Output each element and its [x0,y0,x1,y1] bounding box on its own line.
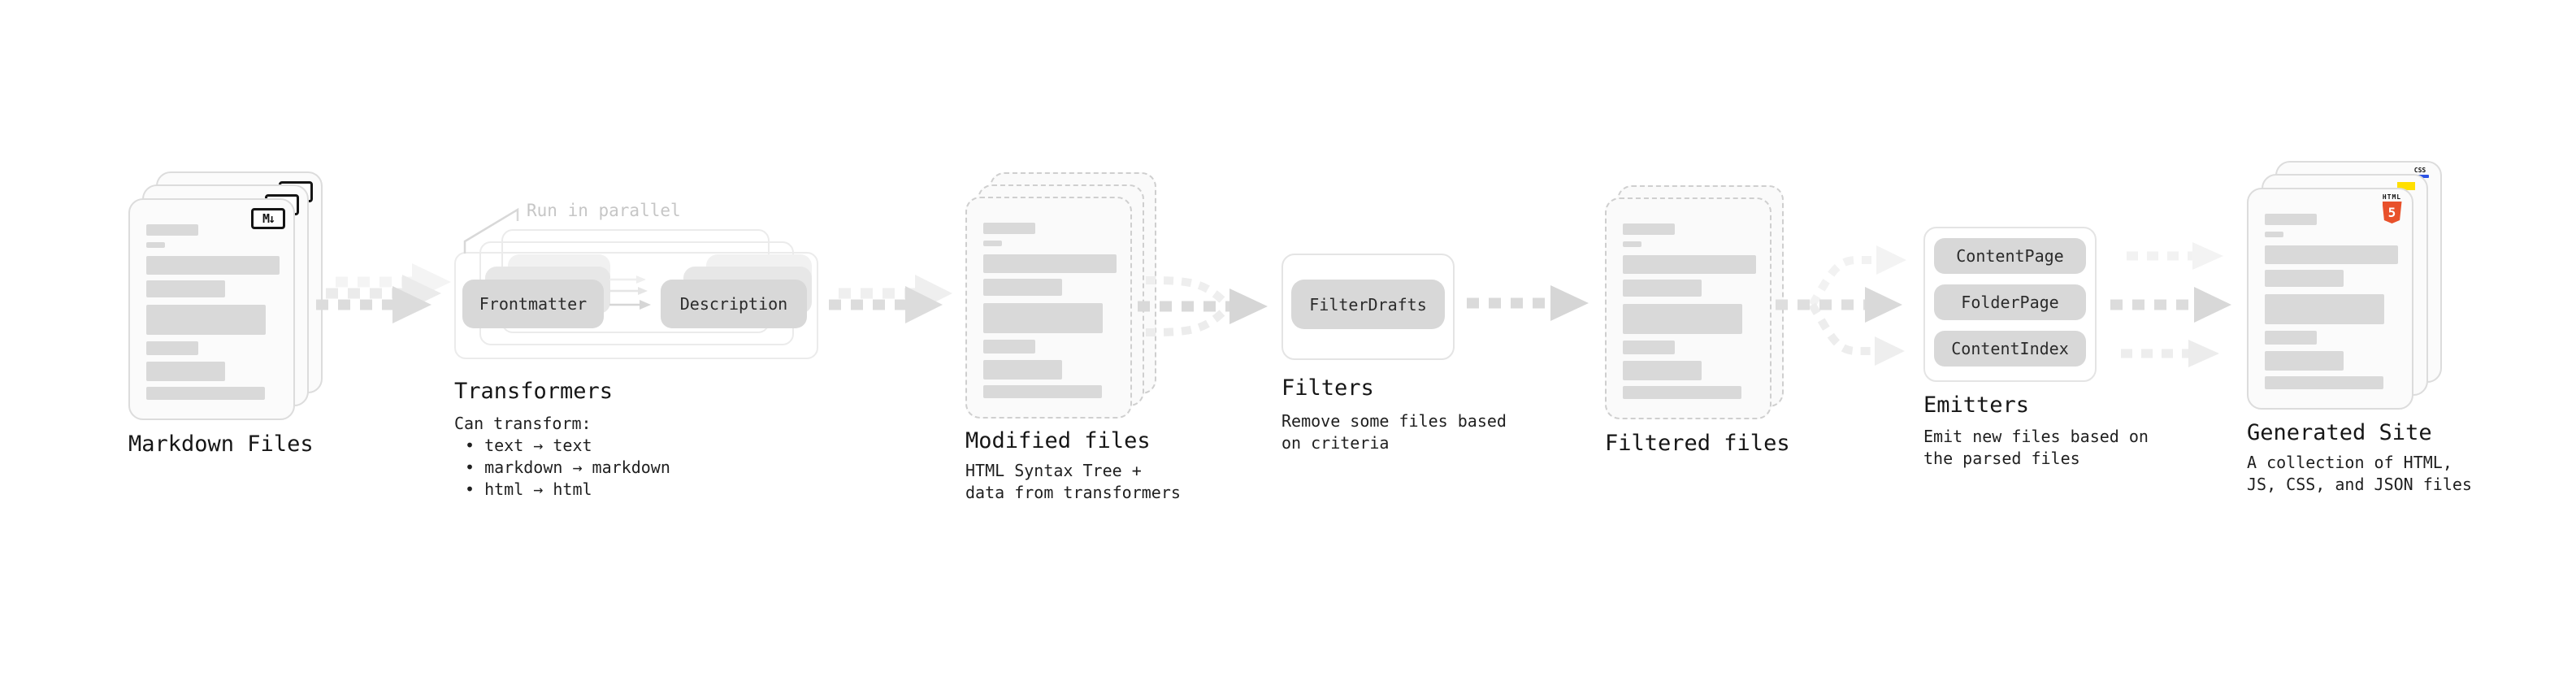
file-card: M↓ [128,198,295,420]
text-line-placeholder [2265,214,2317,225]
filter-node-filterdrafts: FilterDrafts [1291,280,1445,329]
desc-line: Remove some files based [1281,411,1507,431]
file-card [965,197,1132,419]
text-line-placeholder [1623,340,1675,354]
run-in-parallel-label: Run in parallel [527,201,681,220]
flow-arrows-parallel [2110,242,2231,367]
stage-title: Filtered files [1605,431,1790,456]
text-line-placeholder [1623,255,1756,274]
desc-line: HTML Syntax Tree + [965,461,1142,480]
text-line-placeholder [983,303,1103,333]
text-line-placeholder [983,360,1062,380]
stage-description: Remove some files based on criteria [1281,410,1507,454]
document-skeleton [2265,214,2398,389]
js-icon [2397,182,2415,190]
text-line-placeholder [146,242,165,248]
stage-description: Emit new files based on the parsed files [1923,426,2149,470]
css-icon-label: CSS [2413,167,2426,174]
text-line-placeholder [983,254,1117,273]
file-card [1605,197,1772,419]
text-line-placeholder [1623,223,1675,235]
text-line-placeholder [2265,245,2398,264]
annotation-leader-line [463,207,519,254]
text-line-placeholder [146,224,198,236]
text-line-placeholder [146,362,225,381]
stage-description: A collection of HTML, JS, CSS, and JSON … [2247,452,2472,496]
text-line-placeholder [146,341,198,355]
text-line-placeholder [146,387,265,400]
document-skeleton [1623,223,1756,399]
flow-arrow-stacked [829,275,952,323]
flow-arrow-stacked [316,263,451,323]
bullet-line: • markdown → markdown [465,458,670,477]
file-card-html: HTML 5 [2247,188,2413,410]
mini-arrows [609,275,651,310]
text-line-placeholder [983,279,1062,296]
stage-title: Markdown Files [128,432,314,457]
desc-line: JS, CSS, and JSON files [2247,475,2472,494]
text-line-placeholder [983,385,1102,398]
emitter-node-contentindex: ContentIndex [1934,331,2086,367]
stage-description: Can transform: • text → text • markdown … [454,413,670,501]
text-line-placeholder [146,256,280,275]
flow-split-arrow [1776,245,1906,366]
stage-title: Emitters [1923,393,2030,418]
text-line-placeholder [983,340,1035,354]
flow-arrow-dashed [1467,285,1589,321]
text-line-placeholder [2265,376,2383,389]
text-line-placeholder [2265,331,2317,345]
text-line-placeholder [1623,280,1702,297]
text-line-placeholder [146,305,266,335]
text-line-placeholder [983,223,1035,234]
html5-shield: 5 [2382,202,2402,223]
stage-description: HTML Syntax Tree + data from transformer… [965,460,1181,504]
desc-line: Can transform: [454,414,592,433]
html5-icon: HTML 5 [2381,193,2403,223]
html5-icon-label: HTML [2382,193,2402,201]
text-line-placeholder [146,280,225,297]
stage-title: Modified files [965,428,1151,453]
markdown-icon: M↓ [251,208,285,229]
text-line-placeholder [983,241,1002,246]
text-line-placeholder [2265,294,2384,324]
desc-line: on criteria [1281,433,1390,453]
text-line-placeholder [1623,361,1702,380]
bullet-line: • html → html [465,479,592,499]
desc-line: data from transformers [965,483,1181,502]
flow-merge-arrow [1138,276,1268,336]
text-line-placeholder [2265,351,2344,371]
transformers-box [454,252,818,359]
document-skeleton [983,223,1117,398]
stage-title: Generated Site [2247,420,2432,445]
text-line-placeholder [1623,241,1641,247]
emitter-node-contentpage: ContentPage [1934,238,2086,274]
document-skeleton [146,224,280,400]
transformer-node-description: Description [661,280,807,328]
text-line-placeholder [2265,232,2283,237]
desc-line: the parsed files [1923,449,2080,468]
emitter-node-folderpage: FolderPage [1934,284,2086,320]
text-line-placeholder [2265,270,2344,287]
bullet-line: • text → text [465,436,592,455]
desc-line: A collection of HTML, [2247,453,2452,472]
stage-title: Transformers [454,379,614,404]
text-line-placeholder [1623,386,1741,399]
transformer-node-frontmatter: Frontmatter [462,280,604,328]
text-line-placeholder [1623,304,1742,334]
stage-title: Filters [1281,375,1374,401]
desc-line: Emit new files based on [1923,427,2149,446]
